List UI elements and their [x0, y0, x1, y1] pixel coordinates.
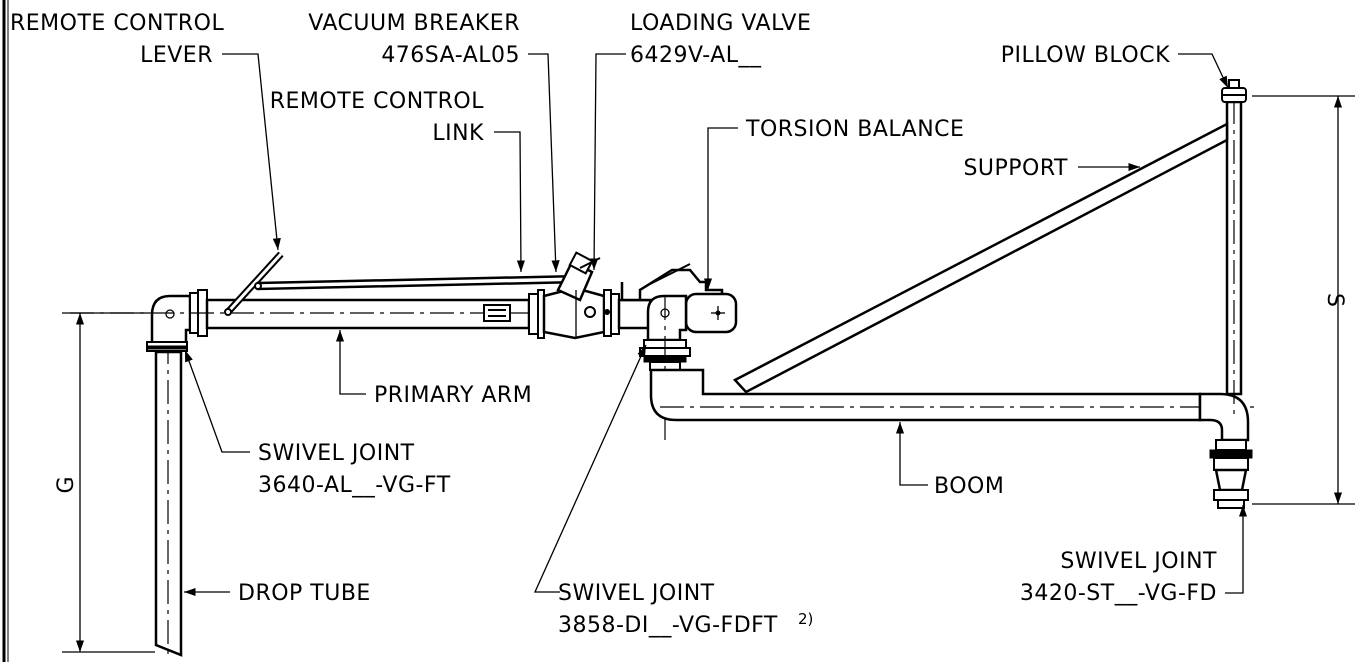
remote-control-link [254, 274, 582, 291]
swivel-joint-1-elbow [146, 289, 208, 352]
label-pillow-block: PILLOW BLOCK [1001, 43, 1170, 68]
label-swivel-joint-1-l2: 3640-AL__-VG-FT [258, 473, 451, 498]
drop-tube [154, 300, 183, 657]
pillow-block [1221, 79, 1247, 103]
label-torsion-balance: TORSION BALANCE [745, 117, 964, 142]
label-remote-control-link-l2: LINK [432, 121, 484, 146]
swivel-joint-3 [1198, 392, 1253, 509]
support-strut [732, 121, 1229, 394]
loading-valve [542, 251, 620, 340]
label-vacuum-breaker-l1: VACUUM BREAKER [308, 11, 520, 36]
dimension-g-label: G [54, 476, 79, 493]
support-post [1225, 100, 1243, 420]
label-swivel-joint-1-l1: SWIVEL JOINT [258, 441, 415, 466]
label-swivel-joint-3-l2: 3420-ST__-VG-FD [1020, 581, 1217, 606]
swivel-joint-2 [639, 294, 691, 440]
label-remote-control-link-l1: REMOTE CONTROL [270, 89, 484, 114]
remote-control-lever [224, 251, 284, 316]
label-remote-control-lever-l2: LEVER [140, 43, 213, 68]
dimension-s-label: S [1322, 293, 1347, 307]
label-vacuum-breaker-l2: 476SA-AL05 [381, 43, 520, 68]
label-remote-control-lever-l1: REMOTE CONTROL [10, 11, 224, 36]
label-swivel-joint-2-l2: 3858-DI__-VG-FDFT [558, 613, 778, 638]
label-loading-valve-l2: 6429V-AL__ [630, 43, 762, 68]
label-loading-valve-l1: LOADING VALVE [630, 11, 811, 36]
leader-lines [184, 53, 1248, 597]
label-drop-tube: DROP TUBE [238, 581, 371, 606]
label-swivel-joint-3-l1: SWIVEL JOINT [1060, 549, 1217, 574]
label-support: SUPPORT [963, 156, 1068, 181]
label-primary-arm: PRIMARY ARM [374, 383, 532, 408]
torsion-balance [620, 263, 738, 334]
dimension-g [62, 312, 155, 653]
primary-arm [70, 289, 740, 339]
label-boom: BOOM [934, 474, 1004, 499]
label-swivel-joint-2-l1: SWIVEL JOINT [558, 581, 715, 606]
dimension-s [1252, 95, 1355, 505]
boom [649, 368, 1260, 422]
label-swivel-joint-2-note: 2) [798, 610, 813, 628]
